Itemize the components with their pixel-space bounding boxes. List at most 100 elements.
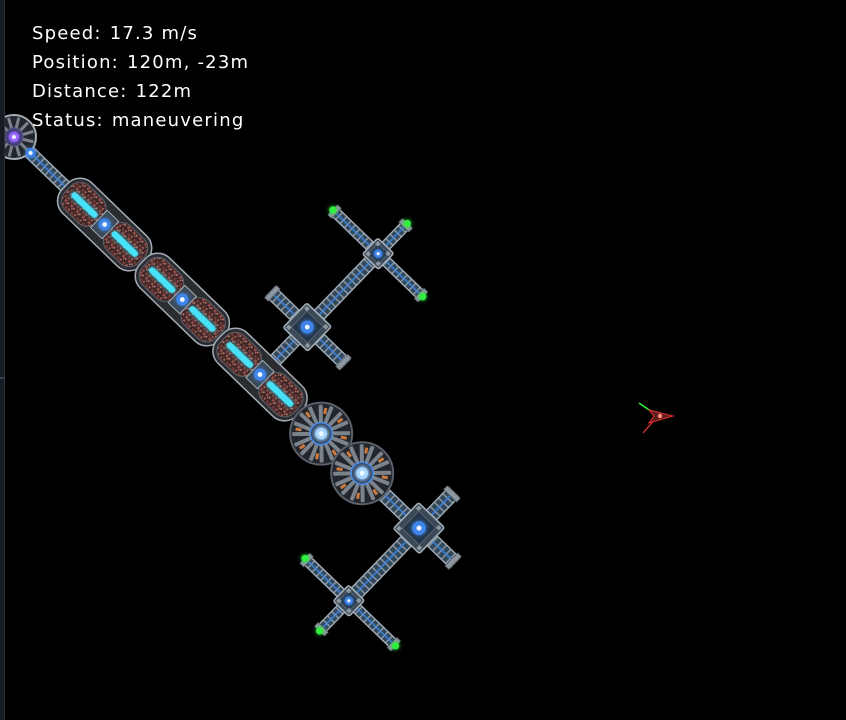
arm-conduit xyxy=(332,209,371,247)
hud-speed-row: Speed:17.3 m/s xyxy=(32,19,249,48)
hub-corner-bolt xyxy=(304,342,311,349)
hub-corner-bolt xyxy=(336,598,342,604)
hub-corner-bolt xyxy=(322,323,329,330)
reactor-vent xyxy=(305,411,311,419)
core-spoke xyxy=(22,137,34,144)
arm-conduit xyxy=(430,491,455,516)
docking-hub-1 xyxy=(333,585,365,617)
reactor-spoke xyxy=(364,445,375,464)
reactor-spoke xyxy=(324,443,335,461)
docking-arm xyxy=(327,204,375,251)
hub-light-core xyxy=(416,525,422,531)
capsule-light-strip xyxy=(267,381,294,407)
reactor-spoke xyxy=(319,444,324,463)
core-spoke xyxy=(14,117,21,129)
reactor-spoke xyxy=(330,420,349,431)
reactor-spoke xyxy=(340,452,356,467)
arm-conduit xyxy=(304,557,342,594)
docking-light-green xyxy=(419,293,427,301)
junction-arm xyxy=(425,485,461,521)
player-ship-icon xyxy=(638,402,675,434)
capsule-light-strip xyxy=(226,342,253,368)
reactor-hub-1 xyxy=(289,401,354,466)
reactor-vent xyxy=(331,449,338,456)
reactor-spoke xyxy=(368,451,384,467)
core-spoke xyxy=(7,145,14,157)
reactor-spoke xyxy=(308,443,319,462)
core-spoke xyxy=(19,121,29,132)
arm-conduit xyxy=(273,338,297,363)
reactor-vent xyxy=(298,443,306,450)
space-station xyxy=(0,114,462,652)
docking-light-green xyxy=(329,206,337,214)
docking-light-green xyxy=(316,627,324,635)
reactor-spoke xyxy=(360,484,365,503)
arm-conduit xyxy=(318,260,372,316)
hub-corner-bolt xyxy=(416,545,423,551)
arm-end-cap xyxy=(335,353,352,371)
hub-corner-bolt xyxy=(396,525,403,532)
reactor-vent xyxy=(295,427,302,432)
reactor-vent xyxy=(323,407,328,415)
core-spoke xyxy=(22,130,34,136)
reactor-spoke xyxy=(334,461,353,471)
capsule-light-strip xyxy=(189,306,216,332)
reactor-vent xyxy=(381,475,389,480)
reactor-spoke xyxy=(371,460,390,471)
hub-light-core xyxy=(376,252,380,256)
arm-conduit xyxy=(381,491,408,518)
hub-corner-bolt xyxy=(346,607,352,614)
arm-conduit xyxy=(318,607,342,632)
reactor-spoke xyxy=(318,404,323,423)
reactor-vent xyxy=(339,483,347,490)
hud-distance-label: Distance: xyxy=(32,81,128,102)
reactor-vent xyxy=(364,447,369,454)
cargo-capsule-3 xyxy=(212,327,308,422)
docking-light-green xyxy=(301,554,309,562)
reactor-vent xyxy=(356,492,361,500)
docking-arm xyxy=(381,256,429,303)
capsule-light-strip xyxy=(111,231,138,257)
hud-position-row: Position:120m, -23m xyxy=(32,48,249,77)
reactor-vent xyxy=(336,467,343,472)
hud-status-label: Status: xyxy=(32,110,104,131)
reactor-vent xyxy=(377,457,385,464)
reactor-spoke xyxy=(349,483,360,501)
hub-corner-bolt xyxy=(286,324,292,331)
hud-position-value: 120m, -23m xyxy=(126,52,250,73)
arm-conduit xyxy=(356,607,397,647)
reactor-spoke xyxy=(330,436,349,446)
docking-hub-2 xyxy=(362,238,394,270)
hub-corner-bolt xyxy=(385,250,391,257)
hud-speed-value: 17.3 m/s xyxy=(109,23,199,44)
junction-arm xyxy=(313,333,352,371)
hub-corner-bolt xyxy=(435,524,442,531)
reactor-spoke xyxy=(299,412,315,428)
reactor-spoke xyxy=(323,406,334,424)
arm-conduit xyxy=(385,260,424,298)
arm-conduit xyxy=(385,222,409,247)
junction-hub-1 xyxy=(393,502,445,554)
reactor-spoke xyxy=(308,406,319,425)
docking-light-green xyxy=(391,642,400,650)
hud-status-row: Status: maneuvering xyxy=(32,106,249,135)
reactor-spoke xyxy=(299,440,315,456)
docking-arm xyxy=(299,552,346,598)
core-center xyxy=(12,135,16,139)
core-spoke xyxy=(19,142,30,152)
hud-distance-row: Distance:122m xyxy=(32,77,249,106)
reactor-vent xyxy=(346,450,352,458)
reactor-spoke xyxy=(333,471,352,476)
reactor-spoke xyxy=(335,476,353,487)
hub-light-core xyxy=(304,324,310,330)
reactor-vent xyxy=(340,435,348,440)
reactor-vent xyxy=(336,417,344,424)
reactor-spoke xyxy=(373,470,392,476)
arm-end-cap xyxy=(443,485,461,503)
connector-node xyxy=(25,147,36,158)
hud-status-value: maneuvering xyxy=(111,110,245,131)
cargo-capsule-1 xyxy=(56,177,153,272)
window-edge-tick xyxy=(0,377,5,379)
reactor-core-center xyxy=(359,470,365,476)
